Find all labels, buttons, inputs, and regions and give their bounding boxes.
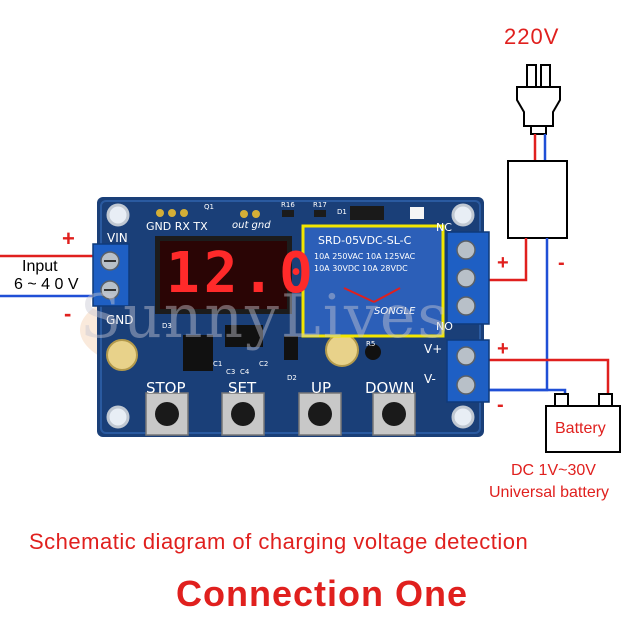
set-button-label: SET: [228, 379, 257, 397]
battery-caption-range: DC 1V~30V: [511, 462, 596, 479]
vin-label: VIN: [107, 231, 128, 245]
push-button-set[interactable]: [221, 392, 265, 436]
push-button-stop[interactable]: [145, 392, 189, 436]
silk-c1: C1: [213, 360, 223, 368]
relay-rating-text-2: 10A 30VDC 10A 28VDC: [314, 264, 408, 273]
schematic-caption: Schematic diagram of charging voltage de…: [29, 529, 529, 554]
nc-label: NC: [436, 221, 452, 234]
down-button-label: DOWN: [365, 379, 415, 397]
relay-rating-text-1: 10A 250VAC 10A 125VAC: [314, 252, 416, 261]
relay-component: [301, 224, 445, 338]
input-minus-sign: -: [64, 301, 72, 326]
out-gnd-label: out gnd: [232, 220, 271, 231]
power-plug-icon: [516, 64, 561, 135]
vminus-label: V-: [424, 372, 436, 386]
push-button-up[interactable]: [298, 392, 342, 436]
silk-c3: C3: [226, 368, 236, 376]
silk-r16: R16: [281, 201, 295, 209]
input-label: Input: [22, 258, 58, 275]
silk-d3: D3: [162, 322, 172, 330]
input-plus-sign: +: [62, 226, 75, 251]
relay-terminal-block[interactable]: [446, 231, 490, 325]
input-terminal-block[interactable]: [92, 243, 130, 307]
relay-brand-text: SONGLE: [374, 306, 416, 317]
silk-d1: D1: [337, 208, 347, 216]
battery-plus-sign: +: [497, 338, 509, 360]
silk-r17: R17: [313, 201, 327, 209]
push-button-down[interactable]: [372, 392, 416, 436]
battery-minus-sign: -: [497, 394, 504, 416]
diagram-title: Connection One: [176, 573, 468, 614]
silk-c2: C2: [259, 360, 269, 368]
no-label: NO: [436, 320, 453, 333]
supply-voltage-label: 220V: [504, 24, 560, 49]
watermark-text: SunnyLives: [80, 282, 451, 352]
battery-terminal-block[interactable]: [446, 339, 490, 403]
header-pins-label: GND RX TX: [146, 220, 208, 233]
silk-c4: C4: [240, 368, 250, 376]
relay-model-text: SRD-05VDC-SL-C: [318, 234, 412, 247]
relay-plus-sign: +: [497, 252, 509, 274]
battery-label: Battery: [555, 420, 606, 437]
up-button-label: UP: [311, 379, 332, 397]
input-range-label: 6 ~ 4 0 V: [14, 276, 79, 293]
charger-box: [507, 160, 568, 239]
seven-segment-display: [155, 236, 292, 314]
battery-caption-type: Universal battery: [489, 484, 610, 501]
battery-icon: [545, 393, 621, 453]
gnd-label: GND: [106, 313, 134, 327]
silk-q1: Q1: [204, 203, 214, 211]
display-reading: 12.0: [166, 241, 317, 306]
vplus-label: V+: [424, 342, 443, 356]
silk-d2: D2: [287, 374, 297, 382]
relay-minus-sign: -: [558, 252, 565, 274]
stop-button-label: STOP: [146, 379, 186, 397]
silk-r5: R5: [366, 340, 376, 348]
